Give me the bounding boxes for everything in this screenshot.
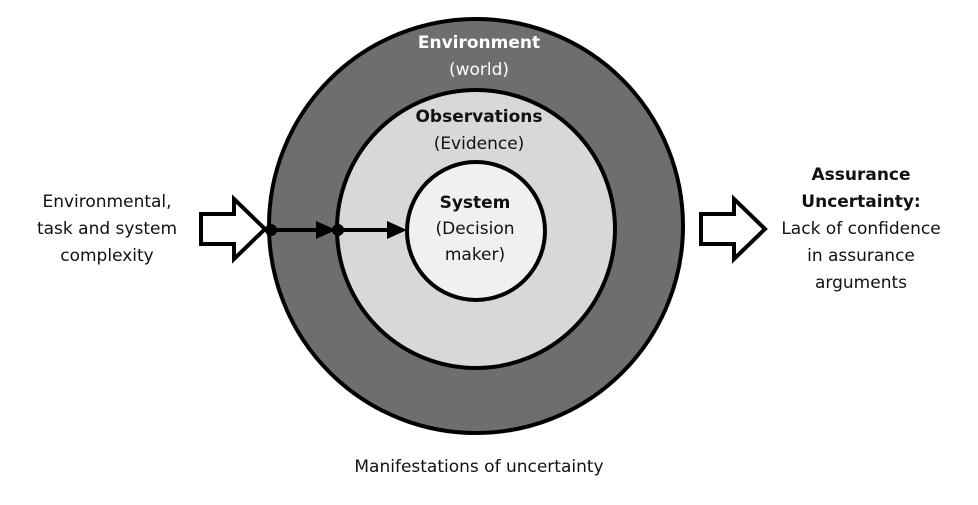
system-line-2: (Decision (435, 219, 514, 239)
output-label-line-3: arguments (815, 273, 907, 293)
connector-dot-outer (265, 224, 277, 236)
environment-subtitle: (world) (449, 60, 509, 80)
diagram-caption: Manifestations of uncertainty (354, 457, 603, 477)
system-title: System (440, 193, 511, 213)
input-label-line-2: task and system (37, 219, 177, 239)
output-label-line-2: in assurance (807, 246, 915, 266)
input-hollow-arrow (199, 194, 268, 264)
output-title-line-2: Uncertainty: (801, 192, 920, 212)
observations-subtitle: (Evidence) (434, 134, 525, 154)
connector-arrowhead-2 (387, 221, 407, 239)
system-line-3: maker) (445, 245, 505, 265)
output-label-line-1: Lack of confidence (781, 219, 940, 239)
environment-title: Environment (418, 33, 540, 53)
input-label-line-1: Environmental, (42, 192, 171, 212)
input-label-line-3: complexity (60, 246, 154, 266)
output-hollow-arrow (699, 194, 768, 264)
output-title-line-1: Assurance (811, 165, 910, 185)
connector-dot-middle (332, 224, 344, 236)
connector-arrowhead-1 (316, 221, 336, 239)
observations-title: Observations (415, 107, 542, 127)
system-circle (405, 160, 547, 302)
